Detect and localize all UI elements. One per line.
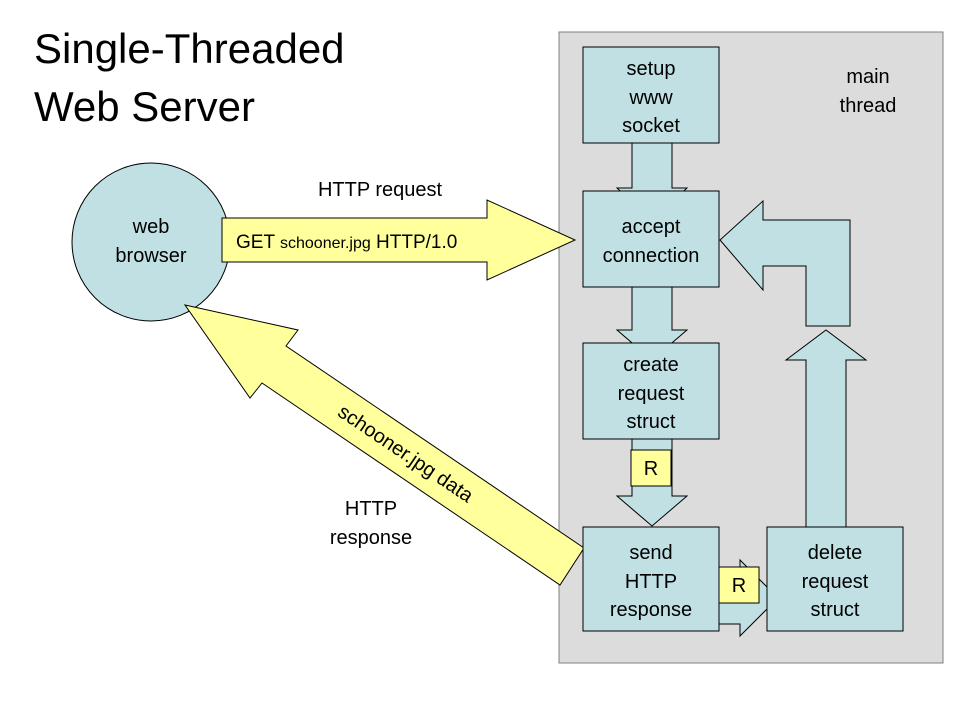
token-r-create-label: R xyxy=(644,458,658,480)
box-create-line-2: request xyxy=(618,383,685,405)
box-setup-line-1: setup xyxy=(627,58,676,80)
http-response-label-line-1: HTTP xyxy=(345,498,397,520)
request-text-file: schooner.jpg xyxy=(280,235,371,252)
box-delete-line-2: request xyxy=(802,571,869,593)
box-setup-socket xyxy=(582,46,720,144)
browser-label-line-2: browser xyxy=(115,245,186,267)
http-request-arrow-text: GET schooner.jpg HTTP/1.0 xyxy=(236,232,457,253)
http-response-arrow-text: schooner.jpg data xyxy=(334,401,478,508)
request-text-get: GET xyxy=(236,232,280,253)
box-accept-line-2: connection xyxy=(603,245,700,267)
box-setup-line-3: socket xyxy=(622,115,680,137)
box-send-line-1: send xyxy=(629,542,672,564)
box-send-line-3: response xyxy=(610,599,692,621)
request-text-protocol: HTTP/1.0 xyxy=(371,232,458,253)
title-line-1: Single-Threaded xyxy=(34,25,345,72)
title-line-2: Web Server xyxy=(34,83,255,130)
box-setup-line-2: www xyxy=(628,87,673,109)
token-r-send-label: R xyxy=(732,575,746,597)
box-send-response xyxy=(582,526,720,632)
http-response-label-line-2: response xyxy=(330,527,412,549)
browser-label-line-1: web xyxy=(132,216,170,238)
http-request-label: HTTP request xyxy=(318,179,443,201)
main-thread-label-line-1: main xyxy=(846,66,889,88)
box-accept-line-1: accept xyxy=(622,216,681,238)
http-response-arrow xyxy=(183,304,585,586)
box-create-line-3: struct xyxy=(627,411,676,433)
box-delete-line-1: delete xyxy=(808,542,863,564)
box-delete-request xyxy=(766,526,904,632)
box-delete-line-3: struct xyxy=(811,599,860,621)
box-send-line-2: HTTP xyxy=(625,571,677,593)
token-r-create xyxy=(630,449,672,487)
arrow-delete-up xyxy=(784,329,868,531)
box-accept-connection xyxy=(582,190,720,288)
box-create-request xyxy=(582,342,720,440)
token-r-send xyxy=(718,566,760,604)
main-thread-label-line-2: thread xyxy=(840,95,897,117)
box-create-line-1: create xyxy=(623,354,679,376)
arrow-loop-to-accept xyxy=(719,199,851,327)
web-browser-node xyxy=(71,162,231,322)
http-request-arrow xyxy=(221,199,577,281)
